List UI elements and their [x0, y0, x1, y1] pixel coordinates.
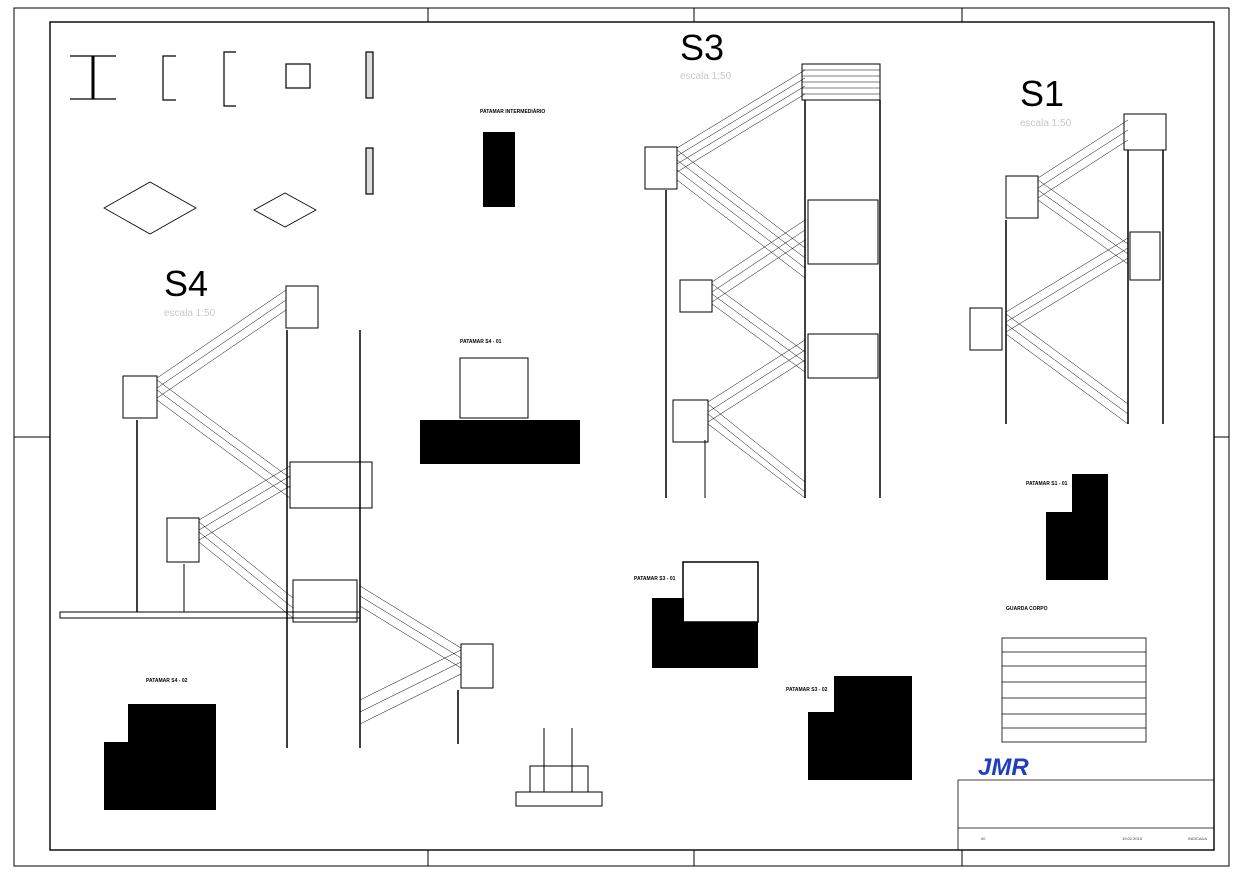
guarda-corpo-detail [1001, 637, 1147, 743]
drawing-title-s1: S1 [1020, 73, 1064, 114]
detail-title-patamar-s4-01: PATAMAR S4 - 01 [460, 339, 502, 345]
patamar-s1-01-detail [1046, 474, 1108, 580]
sheet-scale: INDICADA [1188, 836, 1207, 841]
sheet-date: 19.02.2015 [1122, 836, 1143, 841]
steel-profiles [70, 51, 374, 195]
detail-title-patamar-s3-01: PATAMAR S3 - 01 [634, 576, 676, 582]
patamar-s3-01-detail [652, 561, 759, 668]
column-base-detail [515, 728, 603, 807]
patamar-s4-01-detail [420, 357, 580, 464]
sheet-frame [13, 7, 1230, 867]
patamar-intermediario-detail [483, 132, 515, 207]
stair-s1-elevation [969, 113, 1167, 425]
drawing-scale-s4: escala 1:50 [164, 308, 216, 319]
detail-title-patamar-intermediario: PATAMAR INTERMEDIÁRIO [480, 108, 545, 115]
title-block [957, 779, 1214, 850]
patamar-s3-02-detail [808, 676, 912, 780]
drawing-scale-s3: escala 1:50 [680, 71, 732, 82]
patamar-s4-02-detail [104, 704, 216, 810]
drawing-title-s3: S3 [680, 27, 724, 68]
detail-title-patamar-s3-02: PATAMAR S3 - 02 [786, 687, 828, 693]
drawing-scale-s1: escala 1:50 [1020, 118, 1072, 129]
stair-s3-elevation [644, 63, 881, 499]
company-logo: JMR [978, 754, 1029, 781]
drawing-title-s4: S4 [164, 263, 208, 304]
base-plates [103, 181, 317, 235]
detail-title-patamar-s4-02: PATAMAR S4 - 02 [146, 678, 188, 684]
detail-title-patamar-s1-01: PATAMAR S1 - 01 [1026, 481, 1068, 487]
sheet-number: 00 [981, 836, 986, 841]
stair-s4-elevation [59, 285, 494, 748]
detail-title-guarda-corpo: GUARDA CORPO [1006, 606, 1048, 612]
